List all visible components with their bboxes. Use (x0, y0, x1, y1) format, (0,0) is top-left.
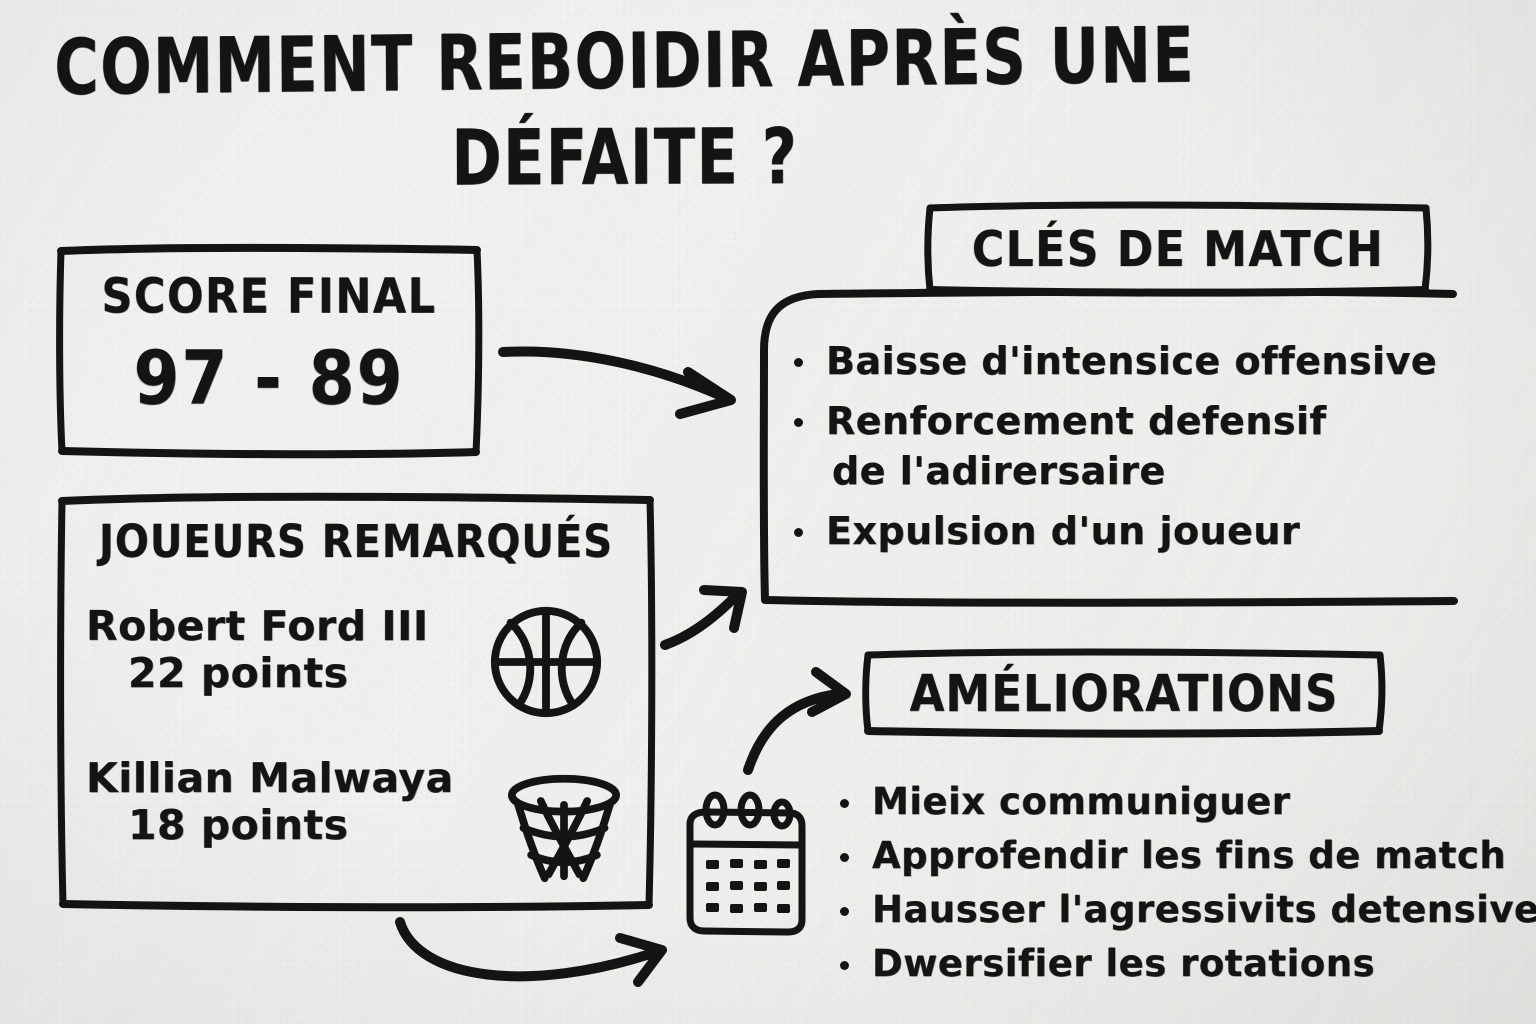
basketball-hoop-icon (504, 772, 624, 884)
calendar-icon (678, 788, 818, 938)
arrow-players-to-calendar (395, 917, 667, 987)
player-points: 18 points (128, 801, 349, 849)
players-title: JOUEURS REMARQUÉS (98, 515, 613, 569)
list-item-text: Baisse d'intensice offensive (826, 339, 1438, 383)
bullet-dot (840, 853, 849, 862)
list-item-text: Dwersifier les rotations (872, 942, 1376, 985)
page-title: COMMENT REBOIDIR APRÈS UNE DÉFAITE ? (0, 11, 1250, 203)
page-title-line-2: DÉFAITE ? (451, 112, 799, 203)
improvements-header-text: AMÉLIORATIONS (909, 663, 1339, 723)
list-item: Expulsion d'un joueur (790, 506, 1510, 556)
player-name: Killian Malwaya (86, 754, 454, 802)
bullet-dot (794, 358, 803, 367)
player-points: 22 points (128, 649, 349, 697)
arrow-to-improvements (743, 667, 851, 775)
page-title-line-1: COMMENT REBOIDIR APRÈS UNE (54, 10, 1196, 113)
list-item: Hausser l'agressivits detensive (836, 886, 1536, 934)
improvements-list: Mieix communiguer Approfendir les fins d… (836, 778, 1536, 994)
list-item: Dwersifier les rotations (836, 940, 1536, 988)
list-item-text: Approfendir les fins de match (872, 834, 1507, 877)
score-final-box: SCORE FINAL 97 - 89 (56, 243, 483, 459)
list-item-text-cont: de l'adirersaire (832, 449, 1166, 493)
improvements-header-box: AMÉLIORATIONS (862, 648, 1386, 738)
score-label: SCORE FINAL (101, 269, 437, 325)
player-row: Killian Malwaya 18 points (86, 755, 506, 849)
calendar-glyph (686, 791, 806, 936)
basketball-icon (487, 603, 605, 721)
bullet-dot (840, 907, 849, 916)
score-value: 97 - 89 (133, 335, 405, 422)
basketball-glyph (490, 606, 602, 718)
calendar-date-marks (706, 859, 790, 913)
bullet-dot (840, 961, 849, 970)
list-item-text: Mieix communiguer (872, 780, 1291, 823)
bullet-dot (794, 418, 803, 427)
list-item: Renforcement defensif de l'adirersaire (790, 396, 1510, 496)
player-name: Robert Ford III (86, 602, 429, 650)
bullet-dot (794, 528, 803, 537)
match-keys-header-box: CLÉS DE MATCH (924, 201, 1432, 297)
match-keys-list: Baisse d'intensice offensive Renforcemen… (790, 336, 1510, 566)
hoop-glyph (508, 774, 620, 883)
arrow-players-to-keys (660, 585, 747, 650)
player-row: Robert Ford III 22 points (86, 603, 506, 697)
list-item-text: Renforcement defensif (826, 399, 1327, 443)
match-keys-header-text: CLÉS DE MATCH (971, 220, 1385, 278)
bullet-dot (840, 799, 849, 808)
list-item: Baisse d'intensice offensive (790, 336, 1510, 386)
arrow-score-to-keys (498, 346, 736, 419)
list-item: Approfendir les fins de match (836, 832, 1536, 880)
list-item-text: Expulsion d'un joueur (826, 509, 1301, 553)
list-item: Mieix communiguer (836, 778, 1536, 826)
list-item-text: Hausser l'agressivits detensive (872, 888, 1536, 931)
